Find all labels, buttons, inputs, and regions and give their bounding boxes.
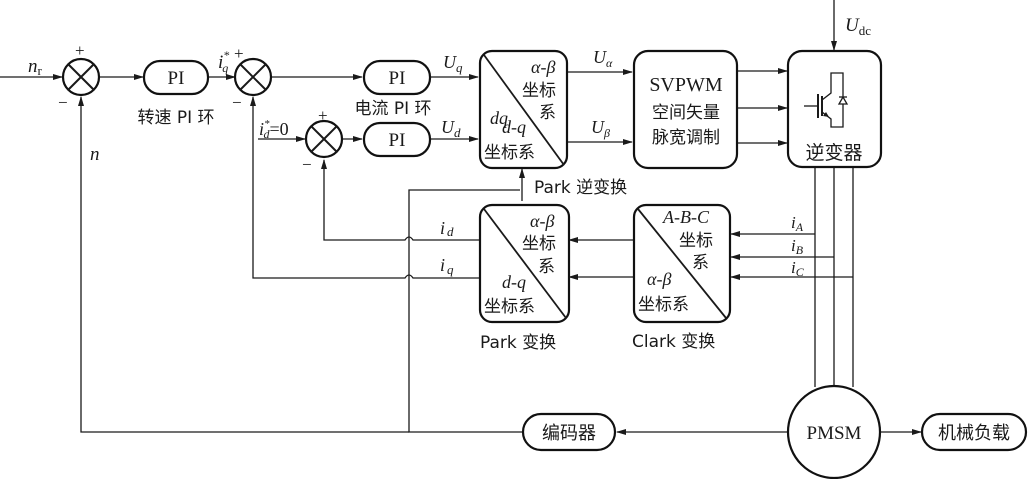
ib-label: iB <box>791 236 804 257</box>
clark-top-var: A-B-C <box>662 207 710 227</box>
park-caption: Park 变换 <box>480 333 556 353</box>
park-block <box>478 203 571 324</box>
park-top-l1: 坐标 <box>522 234 556 254</box>
svpwm-line2: 空间矢量 <box>652 103 720 123</box>
ia-label: iA <box>791 213 804 234</box>
n-feedback-label: n <box>90 144 100 165</box>
svpwm-block <box>632 49 739 170</box>
clark-top-l1: 坐标 <box>679 231 713 251</box>
igbt-icon <box>804 72 849 128</box>
sum-junction-id <box>304 119 344 159</box>
pi-speed-block <box>142 59 210 96</box>
inv-park-bot-var-overlap: dq <box>490 108 508 128</box>
encoder-label: 编码器 <box>542 423 596 444</box>
speed-loop-caption: 转速 PI 环 <box>137 108 214 128</box>
inverter-block <box>786 49 883 169</box>
udc-label: Udc <box>845 15 871 38</box>
sum3-minus: − <box>302 155 312 174</box>
svpwm-line3: 脉宽调制 <box>652 128 720 148</box>
inverter-caption: 逆变器 <box>805 142 862 164</box>
id-feedback-line <box>321 159 480 241</box>
clark-caption: Clark 变换 <box>632 332 715 352</box>
sum1-minus: − <box>58 93 68 112</box>
pi-speed-label: PI <box>168 68 185 89</box>
sum2-minus: − <box>232 93 242 112</box>
uq-label: Uq <box>443 52 463 75</box>
sum-junction-speed <box>61 57 101 97</box>
current-loop-caption: 电流 PI 环 <box>354 99 431 119</box>
inv-park-bot-var: d-q <box>502 117 526 137</box>
pmsm-label: PMSM <box>807 423 862 444</box>
ubeta-label: Uβ <box>591 117 610 140</box>
inv-park-top-var: α-β <box>531 57 555 77</box>
speed-feedback-line <box>78 96 409 433</box>
sum3-plus: + <box>318 106 328 125</box>
sum1-plus: + <box>75 41 85 60</box>
clark-block <box>632 203 732 324</box>
load-block <box>920 412 1028 452</box>
pi-id-label: PI <box>389 130 406 151</box>
pmsm-motor <box>786 384 882 479</box>
load-label: 机械负载 <box>938 423 1010 444</box>
svpwm-title: SVPWM <box>649 74 723 96</box>
park-top-l2: 系 <box>538 257 555 277</box>
clark-bot-var: α-β <box>647 269 671 289</box>
pi-iq-block <box>362 59 432 96</box>
connections <box>0 0 922 435</box>
ic-label: iC <box>791 258 805 279</box>
sum-junction-iq <box>233 57 273 97</box>
inv-park-top-l1: 坐标 <box>522 81 556 101</box>
park-bot-l1: 坐标系 <box>484 297 535 317</box>
park-bot-var: d-q <box>502 272 526 292</box>
pi-id-block <box>362 121 432 158</box>
inv-park-caption: Park 逆变换 <box>534 178 627 198</box>
clark-bot-l1: 坐标系 <box>638 295 689 315</box>
ualpha-label: Uα <box>593 47 613 70</box>
pi-iq-label: PI <box>389 68 406 89</box>
theta-line <box>408 189 523 433</box>
id-ref-label: i*d=0 <box>259 118 289 141</box>
inverse-park-block <box>478 49 569 170</box>
clark-top-l2: 系 <box>692 253 709 273</box>
park-top-var: α-β <box>530 211 554 231</box>
sum2-plus: + <box>234 44 244 63</box>
ud-label: Ud <box>441 117 461 140</box>
iq-ref-label: i*q <box>218 48 229 75</box>
encoder-block <box>521 412 617 452</box>
inv-park-top-l2: 系 <box>539 103 556 123</box>
nr-label: nr <box>28 56 43 78</box>
inv-park-bot-l1: 坐标系 <box>484 143 535 163</box>
